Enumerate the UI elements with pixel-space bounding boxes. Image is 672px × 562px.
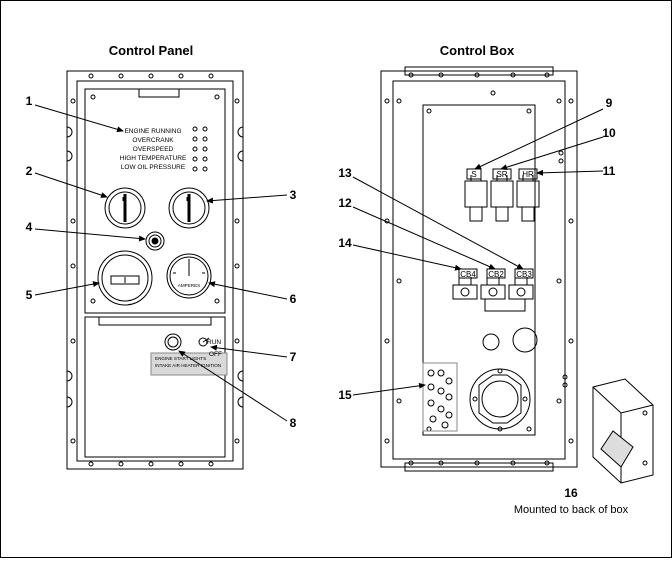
callout-1: 1: [26, 94, 33, 108]
relay-s-label: S: [471, 170, 476, 179]
light-label-overspeed: OVERSPEED: [133, 146, 174, 153]
indicator-lights: [192, 126, 208, 172]
relay-sr-label: SR: [496, 170, 507, 179]
box-outer-frame: [380, 70, 578, 468]
callout-5: 5: [26, 288, 33, 302]
light-label-high-temperature: HIGH TEMPERATURE: [120, 155, 187, 162]
relay-hr-label: HR: [522, 170, 534, 179]
callout-4: 4: [26, 220, 33, 234]
circuit-breakers: [452, 277, 534, 312]
rear-module: [592, 378, 654, 484]
leader-lines: [34, 104, 604, 422]
panel-left-notches: [66, 126, 73, 408]
light-label-overcrank: OVERCRANK: [132, 137, 174, 144]
cb2-tag: [486, 268, 506, 279]
switch-run-label: RUN: [207, 339, 221, 346]
relay-s-tag: [466, 168, 482, 180]
cb3-label: CB3: [516, 270, 532, 279]
callout-8: 8: [290, 416, 297, 430]
panel-face: [76, 80, 234, 462]
switch-bottom-label-2: INTAKE AIR HEATER IGNITION: [155, 363, 221, 368]
callout-6: 6: [290, 292, 297, 306]
switch-off-label: OFF: [209, 351, 222, 358]
box-grommet-large: [512, 327, 538, 353]
box-grommet-small: [482, 333, 500, 351]
callout-numbers: 1 2 3 4 5 6 7 8 9 10 11 13 12 14 15 16: [26, 94, 616, 500]
panel-top-tab: [138, 89, 180, 98]
callout-9: 9: [606, 96, 613, 110]
callout-10: 10: [602, 126, 616, 140]
control-box: [380, 66, 578, 472]
lower-left-meter: [97, 250, 153, 306]
light-label-engine-running: ENGINE RUNNING: [124, 128, 181, 135]
right-upper-gauge: [168, 187, 210, 229]
control-panel-title: Control Panel: [109, 43, 194, 58]
callout-15: 15: [338, 388, 352, 402]
control-box-title: Control Box: [440, 43, 515, 58]
panel-upper-section: [84, 88, 226, 314]
callout-11: 11: [603, 164, 616, 178]
panel-mounting-plate: [66, 70, 244, 470]
left-upper-gauge: [104, 187, 146, 229]
control-panel: [66, 70, 244, 470]
panel-mounting-holes: [70, 73, 240, 467]
callout-16: 16: [564, 486, 578, 500]
callout-13: 13: [338, 166, 352, 180]
box-mounting-holes: [384, 72, 574, 466]
callout-2: 2: [26, 164, 33, 178]
callout-12: 12: [338, 196, 352, 210]
cb2-label: CB2: [488, 270, 504, 279]
switch-bottom-label-1: ENGINE START LIGHTS: [155, 356, 206, 361]
callout-7: 7: [290, 350, 297, 364]
hourmeter-knob: [145, 231, 165, 251]
item-16-note: Mounted to back of box: [514, 504, 629, 516]
light-label-low-oil-pressure: LOW OIL PRESSURE: [121, 164, 186, 171]
panel-divider-bar: [98, 316, 212, 326]
callout-3: 3: [290, 188, 297, 202]
ammeter-label: AMPERES: [178, 283, 200, 288]
box-mounting-plate: [422, 104, 536, 436]
box-connector: [469, 368, 531, 432]
cb4-label: CB4: [460, 270, 476, 279]
terminal-block: [422, 362, 458, 432]
relays: [464, 175, 540, 222]
callout-14: 14: [338, 236, 352, 250]
ammeter-gauge: [166, 253, 212, 299]
start-switch: [164, 333, 210, 351]
panel-right-notches: [237, 126, 244, 408]
cb4-tag: [458, 268, 478, 279]
indicator-labels: ENGINE RUNNING OVERCRANK OVERSPEED HIGH …: [120, 128, 187, 171]
box-inner-frame: [392, 80, 566, 460]
cb3-tag: [514, 268, 534, 279]
